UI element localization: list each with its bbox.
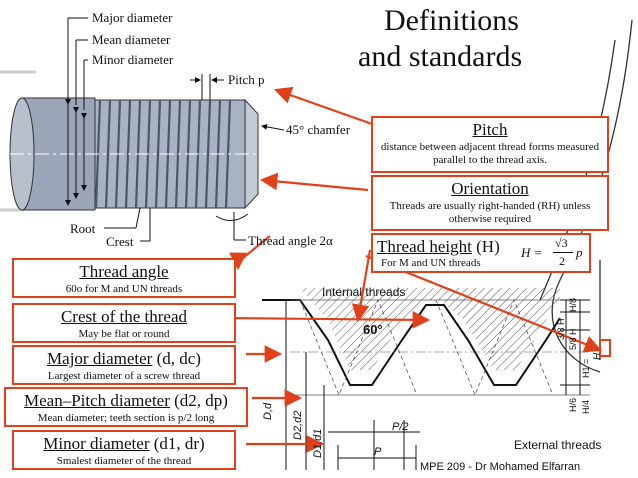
chamfer-label: 45° chamfer bbox=[286, 122, 351, 137]
thread-angle-label: Thread angle 2α bbox=[248, 233, 333, 248]
half-pitch-label: P/2 bbox=[392, 421, 409, 433]
minor-diameter-box: Minor diameter (d1, dr) Smalest diameter… bbox=[12, 430, 236, 470]
major-diameter-box-title: Major diameter bbox=[47, 349, 153, 368]
thread-height-suffix: (H) bbox=[476, 237, 500, 256]
minor-diameter-box-symbol: (d1, dr) bbox=[153, 434, 205, 453]
angle-60-label: 60° bbox=[363, 322, 383, 337]
pitch-diameter-box-symbol: (d2, dp) bbox=[174, 391, 228, 410]
dim-major-label: D,d bbox=[262, 402, 274, 420]
h-total-label: H bbox=[592, 352, 603, 360]
bolt-figure bbox=[9, 17, 285, 242]
formula-denominator: 2 bbox=[559, 254, 565, 268]
h6-label: H/6 bbox=[568, 397, 578, 412]
formula-lhs: H = bbox=[521, 245, 543, 260]
pitch-callout: Pitch distance between adjacent thread f… bbox=[371, 116, 609, 173]
h58-label: 5/8 H bbox=[568, 328, 578, 350]
h8-label: H/8 bbox=[568, 297, 578, 312]
external-threads-label: External threads bbox=[514, 438, 602, 452]
crest-label: Crest bbox=[106, 234, 134, 249]
thread-height-desc: For M and UN threads bbox=[381, 257, 481, 269]
page-title-line1: Definitions bbox=[384, 4, 519, 37]
crest-box-desc: May be flat or round bbox=[78, 328, 170, 340]
pitch-label: Pitch p bbox=[228, 72, 265, 87]
crest-box: Crest of the thread May be flat or round bbox=[12, 303, 236, 343]
pitch-diameter-box: Mean–Pitch diameter (d2, dp) Mean diamet… bbox=[4, 387, 248, 427]
thread-angle-box-title: Thread angle bbox=[79, 262, 169, 281]
thread-profile bbox=[262, 288, 590, 470]
formula-numerator: √3 bbox=[555, 236, 568, 250]
orientation-callout-title: Orientation bbox=[451, 179, 529, 198]
formula-variable: p bbox=[576, 245, 583, 260]
page-title-line2: and standards bbox=[358, 40, 523, 73]
thread-height-title: Thread height bbox=[377, 237, 472, 256]
h1-label: H1 = bbox=[581, 358, 591, 378]
orientation-callout: Orientation Threads are usually right-ha… bbox=[371, 175, 609, 231]
orientation-callout-desc: Threads are usually right-handed (RH) un… bbox=[389, 200, 591, 225]
major-diameter-box-desc: Largest diameter of a screw thread bbox=[47, 370, 201, 382]
formula-fraction-bar bbox=[553, 252, 573, 253]
major-diameter-box: Major diameter (d, dc) Largest diameter … bbox=[12, 345, 236, 385]
thread-angle-box-desc: 60o for M and UN threads bbox=[65, 283, 183, 295]
root-label: Root bbox=[70, 221, 96, 236]
pitch-callout-desc: distance between adjacent thread forms m… bbox=[380, 141, 600, 166]
footer-credit: MPE 209 - Dr Mohamed Elfarran bbox=[420, 461, 581, 473]
thread-height-callout: Thread height (H) For M and UN threads H… bbox=[371, 233, 591, 273]
h4-label: H/4 bbox=[581, 399, 591, 414]
mean-diameter-label: Mean diameter bbox=[92, 32, 171, 47]
pitch-callout-title: Pitch bbox=[472, 120, 508, 139]
minor-diameter-box-title: Minor diameter bbox=[43, 434, 150, 453]
pitch-p-label: P bbox=[374, 446, 382, 458]
major-diameter-label: Major diameter bbox=[92, 10, 173, 25]
crest-box-title: Crest of the thread bbox=[60, 307, 188, 326]
minor-diameter-label: Minor diameter bbox=[92, 52, 174, 67]
internal-threads-label: Internal threads bbox=[322, 285, 406, 299]
dim-minor-label: D1,d1 bbox=[312, 428, 324, 458]
minor-diameter-box-desc: Smalest diameter of the thread bbox=[56, 455, 192, 467]
pitch-diameter-box-title: Mean–Pitch diameter bbox=[24, 391, 170, 410]
dim-mean-label: D2,d2 bbox=[292, 410, 304, 440]
thread-angle-box: Thread angle 60o for M and UN threads bbox=[12, 258, 236, 298]
pitch-diameter-box-desc: Mean diameter; teeth section is p/2 long bbox=[37, 412, 215, 424]
major-diameter-box-symbol: (d, dc) bbox=[156, 349, 201, 368]
h38-label: 3/8 H bbox=[556, 318, 566, 340]
